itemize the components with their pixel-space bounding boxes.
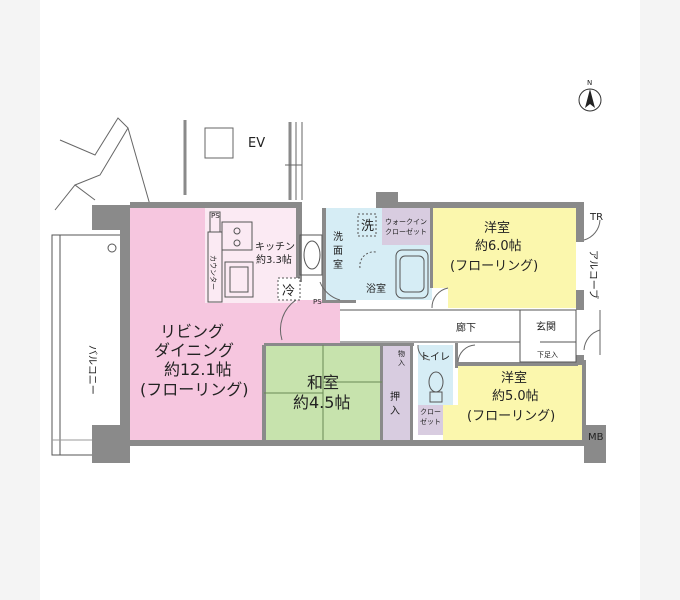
washer-label: 洗 <box>361 219 374 234</box>
mb-label-1: MB <box>588 432 604 443</box>
genkan-label: 玄関 <box>536 320 556 333</box>
washitsu-label-1: 和室 <box>307 373 339 392</box>
tr-label: TR <box>589 212 603 223</box>
yoshitsu2-label-2: 約5.0帖 <box>492 389 539 404</box>
bathroom-room <box>356 245 432 300</box>
living-label-2: ダイニング <box>154 341 234 360</box>
yoshitsu1-label-3: (フローリング) <box>450 259 538 274</box>
alcove-label: アルコーブ <box>587 250 600 299</box>
oshiire-label-2: 入 <box>390 406 400 417</box>
yoshitsu1-label-1: 洋室 <box>484 220 510 236</box>
ev-label: EV <box>248 136 265 151</box>
bath-label: 浴室 <box>366 282 386 295</box>
washroom-label-3: 室 <box>333 258 343 271</box>
door-swings <box>279 219 601 363</box>
balcony-drain-icon <box>107 243 117 253</box>
bath-fixtures <box>299 213 429 299</box>
closet-label-2: ゼット <box>420 417 441 426</box>
counter-label: カウンター <box>209 255 218 290</box>
toilet-room <box>418 345 453 405</box>
closet-label-1: クロー <box>420 408 441 416</box>
fridge-label: 冷 <box>282 284 295 299</box>
yoshitsu1-label-2: 約6.0帖 <box>475 239 522 254</box>
fridge-box <box>277 277 301 301</box>
balcony-label: バルコニー <box>86 345 98 395</box>
tatami-lines <box>264 345 382 440</box>
toilet-label: トイレ <box>420 352 450 363</box>
monoire-label-1: 物 <box>398 349 405 358</box>
yoshitsu-2-room <box>443 365 582 440</box>
north-arrow-icon <box>578 88 602 112</box>
kitchen-label-2: 約3.3帖 <box>256 253 292 266</box>
walls <box>92 192 606 463</box>
kitchen-fixtures <box>207 211 254 303</box>
shitaashiire-label: 下足入 <box>537 351 558 359</box>
rouka-label: 廊下 <box>456 321 476 334</box>
living-label-1: リビング <box>160 322 224 341</box>
ps-label-2: PS <box>313 298 322 306</box>
monoire-storage <box>382 345 410 370</box>
yoshitsu-1-room <box>432 208 576 308</box>
north-label: N <box>587 79 592 87</box>
closet-2 <box>418 405 443 435</box>
wic-label-1: ウォークイン <box>385 218 427 226</box>
washroom-label-2: 面 <box>333 246 343 257</box>
elevator-area <box>183 120 303 200</box>
living-label-3: 約12.1帖 <box>164 360 232 379</box>
corridor <box>340 309 577 363</box>
yoshitsu2-label-3: (フローリング) <box>467 409 555 424</box>
yoshitsu2-label-1: 洋室 <box>501 370 527 386</box>
oshiire-storage <box>382 370 410 440</box>
kitchen-label-1: キッチン <box>255 241 295 253</box>
wic-label-2: クローゼット <box>385 227 427 236</box>
living-label-4: (フローリング) <box>140 380 249 399</box>
washitsu-label-2: 約4.5帖 <box>293 393 350 412</box>
ps-label-1: PS <box>211 212 220 220</box>
oshiire-label-1: 押 <box>390 390 400 403</box>
toilet-fixture <box>428 371 444 403</box>
monoire-label-2: 入 <box>398 359 405 367</box>
walk-in-closet <box>382 208 432 245</box>
building-exterior-lines <box>54 117 151 211</box>
washroom-label-1: 洗 <box>333 231 343 243</box>
